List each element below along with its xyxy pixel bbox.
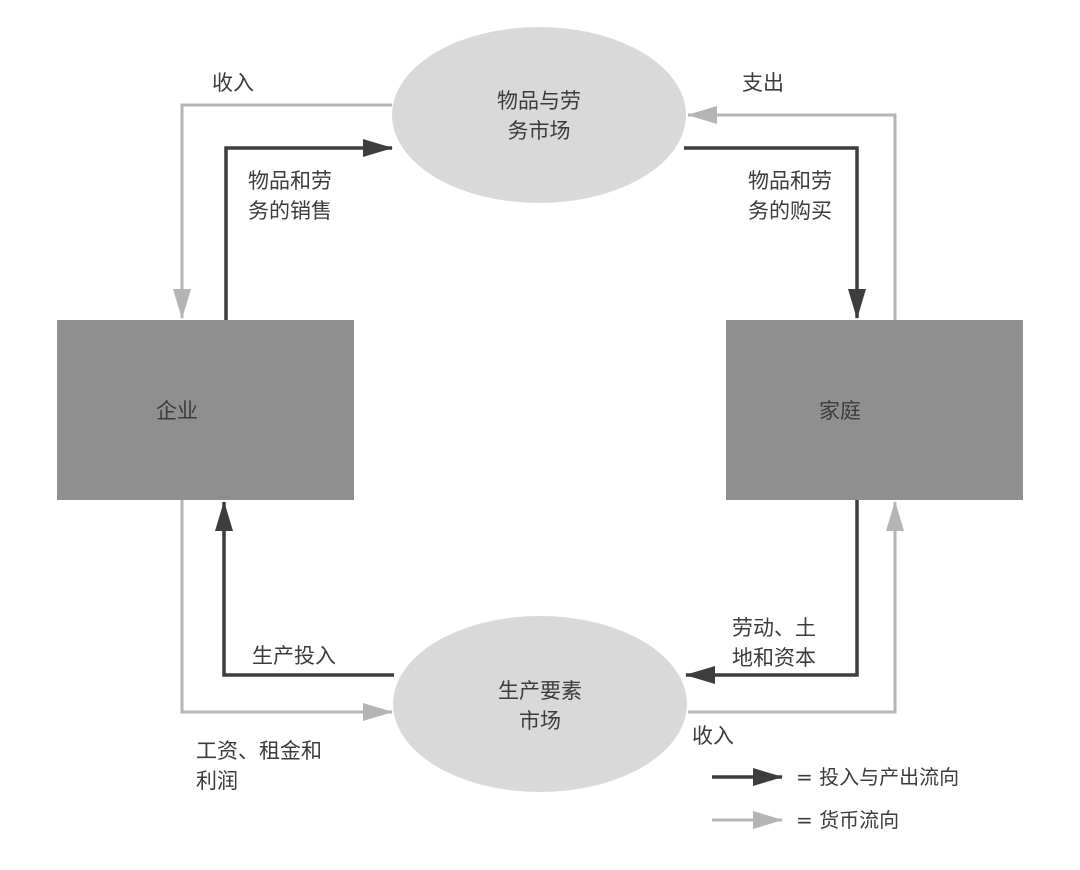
real-flow-inputs (215, 501, 394, 677)
firms-box (57, 320, 354, 500)
goods-market-label: 物品与劳 务市场 (459, 86, 619, 146)
legend-real-flow-label: = 投入与产出流向 (796, 765, 960, 789)
flow-label-wages-line2: 利润 (196, 769, 238, 793)
factor-market-label: 生产要素 市场 (460, 676, 620, 736)
flow-label-income-top: 收入 (212, 71, 254, 95)
factor-market-label-line1: 生产要素 (498, 679, 582, 703)
money-flow-income-top (173, 103, 392, 319)
flow-label-income-bottom: 收入 (692, 724, 734, 748)
money-flow-wages (180, 500, 393, 721)
flow-label-purchases-line1: 物品和劳 (748, 169, 832, 193)
flow-label-labor: 劳动、土 地和资本 (732, 613, 816, 673)
firms-label: 企业 (156, 399, 198, 423)
goods-market-label-line1: 物品与劳 (497, 89, 581, 113)
legend-money-flow-label: = 货币流向 (796, 808, 900, 832)
flow-label-wages: 工资、租金和 利润 (196, 736, 322, 796)
real-flow-sales (224, 139, 393, 320)
goods-market-label-line2: 务市场 (507, 119, 571, 143)
flow-label-inputs: 生产投入 (252, 644, 336, 668)
flow-label-labor-line1: 劳动、土 (732, 616, 816, 640)
real-flow-labor (685, 500, 859, 684)
flow-label-sales: 物品和劳 务的销售 (248, 166, 332, 226)
factor-market-label-line2: 市场 (519, 709, 561, 733)
households-box (726, 320, 1023, 500)
flow-label-sales-line1: 物品和劳 (248, 169, 332, 193)
flow-label-purchases-line2: 务的购买 (748, 199, 832, 223)
flow-label-labor-line2: 地和资本 (732, 646, 816, 670)
money-flow-income-bottom (688, 501, 904, 714)
factor-market-ellipse (393, 616, 687, 792)
flow-label-purchases: 物品和劳 务的购买 (748, 166, 832, 226)
goods-market-ellipse (392, 27, 686, 203)
real-flow-purchases (684, 146, 866, 319)
flow-label-sales-line2: 务的销售 (248, 199, 332, 223)
households-label: 家庭 (819, 399, 861, 423)
flow-label-wages-line1: 工资、租金和 (196, 739, 322, 763)
money-flow-spending (687, 106, 897, 320)
flow-label-spending: 支出 (742, 71, 784, 95)
